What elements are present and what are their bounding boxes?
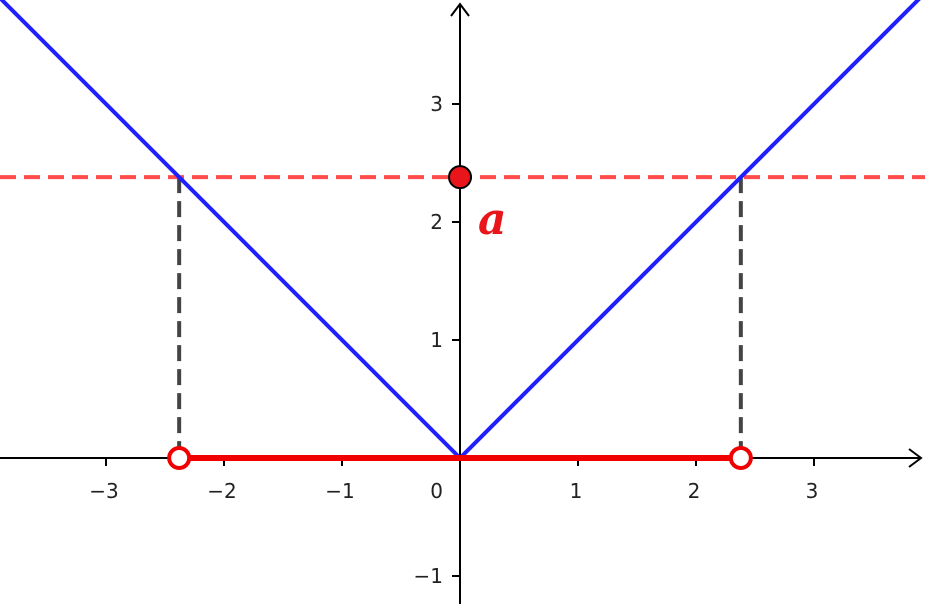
axis-ticks: −3 −2 −1 1 2 3 −1 1 2 3 (89, 92, 818, 588)
x-axis-arrow (908, 448, 923, 468)
point-a-label: a (478, 194, 507, 245)
y-tick-label: 1 (430, 328, 443, 352)
y-axis-arrow (450, 2, 470, 17)
open-endpoint (167, 446, 192, 470)
labels: 0 a (430, 194, 506, 503)
y-tick-label: 3 (430, 92, 443, 116)
x-tick-label: 1 (570, 479, 583, 503)
y-tick-label: 2 (430, 210, 443, 234)
x-tick-label: −2 (207, 479, 236, 503)
x-tick-label: −1 (325, 479, 354, 503)
x-tick-label: 3 (806, 479, 819, 503)
plot-area (0, 0, 925, 470)
x-tick-label: −3 (89, 479, 118, 503)
y-tick-label: −1 (414, 564, 443, 588)
x-tick-label: 2 (688, 479, 701, 503)
origin-label: 0 (430, 479, 443, 503)
open-endpoint (728, 446, 753, 470)
point-a (448, 165, 472, 190)
